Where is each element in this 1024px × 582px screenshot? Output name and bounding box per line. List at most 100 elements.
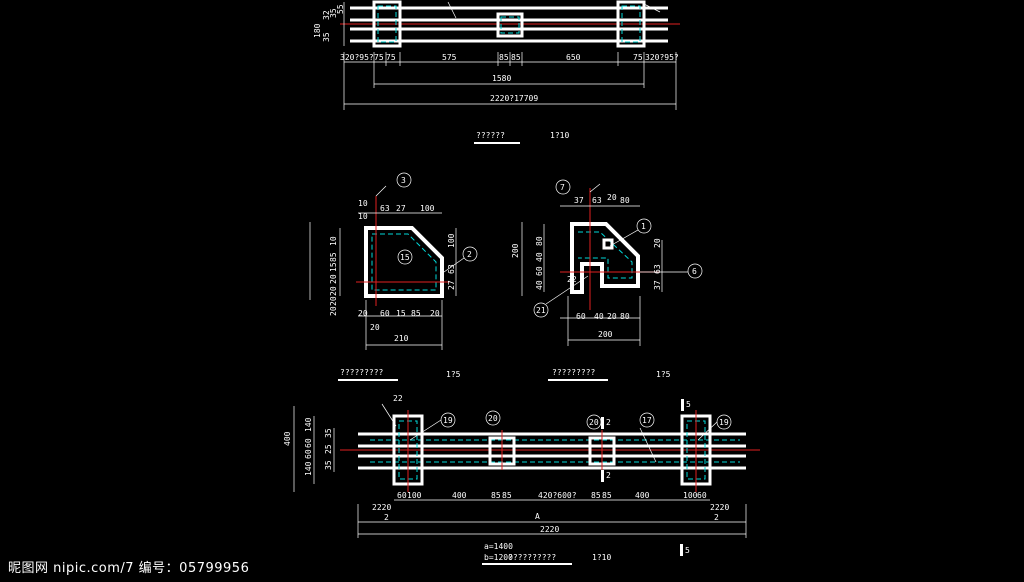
top-dim-c: 75: [386, 53, 396, 62]
sr-top-3: 20: [607, 193, 617, 202]
sl-bot-3: 15: [396, 309, 406, 318]
bp-ref-left: 2220: [372, 503, 391, 512]
top-dim-i: 320?95?: [645, 53, 679, 62]
bottom-plan-title: ??????????: [508, 553, 556, 562]
callout-17: 17: [642, 416, 652, 425]
bp-dim-2: 100: [407, 491, 422, 500]
sl-left-4: 20: [329, 274, 338, 284]
sr-bot-2: 40: [594, 312, 604, 321]
bp-dim-10: 100: [683, 491, 698, 500]
callout-6: 6: [692, 267, 697, 276]
top-dim-g: 650: [566, 53, 581, 62]
top-left-dim-5: 35: [322, 32, 331, 42]
top-dim-total: 2220?17709: [490, 94, 538, 103]
sr-top-4: 80: [620, 196, 630, 205]
section-right: 7 1 6 21 37 63 20 80 200 80 40 60 40 20 …: [511, 179, 703, 381]
callout-19-left: 19: [443, 416, 453, 425]
top-left-dim-2: 32: [322, 10, 331, 20]
bp-left-6: 35: [324, 428, 333, 438]
sl-right-2: 63: [447, 264, 456, 274]
bp-left-5: 140: [304, 417, 313, 432]
bp-ref-right: 2220: [710, 503, 729, 512]
bp-dim-8: 85: [602, 491, 612, 500]
top-dim-h: 75: [633, 53, 643, 62]
top-dim-e: 85: [499, 53, 509, 62]
sl-left-3: 15: [329, 262, 338, 272]
sr-left-4: 60: [535, 266, 544, 276]
sr-inner-label: 22: [567, 275, 577, 284]
mark-5-top: 5: [686, 400, 691, 409]
callout-20-b: 20: [589, 418, 599, 427]
bp-span-label: A: [535, 512, 540, 521]
sl-top-2: 10: [358, 212, 368, 221]
bp-left-1: 400: [283, 431, 292, 446]
mark-22: 22: [393, 394, 403, 403]
callout-7: 7: [560, 183, 565, 192]
callout-15: 15: [400, 253, 410, 262]
callout-1: 1: [641, 222, 646, 231]
bp-note-b: b=1200: [484, 553, 513, 562]
bp-dim-9: 400: [635, 491, 650, 500]
bp-dim-4: 85: [491, 491, 501, 500]
mark-5-bottom: 5: [685, 546, 690, 555]
top-dim-span: 1580: [492, 74, 511, 83]
sr-left-1: 200: [511, 243, 520, 258]
top-left-dim-1: 180: [313, 23, 322, 38]
sl-left-5: 20: [329, 286, 338, 296]
sl-top-3: 63: [380, 204, 390, 213]
sr-right-2: 63: [653, 264, 662, 274]
watermark-text: 昵图网 nipic.com/7 编号：05799956: [8, 561, 250, 576]
mark-2-bottom: 2: [606, 471, 611, 480]
top-left-dim-4: 55: [336, 4, 345, 14]
sl-top-4: 27: [396, 204, 406, 213]
bp-dim-3: 400: [452, 491, 467, 500]
sl-left-7: 20: [329, 306, 338, 316]
bp-ref-right-sub: 2: [714, 513, 719, 522]
sl-top-1: 10: [358, 199, 368, 208]
sl-bot-6: 20: [370, 323, 380, 332]
bp-dim-5: 85: [502, 491, 512, 500]
callout-20-a: 20: [488, 414, 498, 423]
sl-left-1: 10: [329, 236, 338, 246]
sl-bot-total: 210: [394, 334, 409, 343]
callout-3: 3: [401, 176, 406, 185]
top-left-dim-3: 35: [329, 8, 338, 18]
callout-2: 2: [467, 250, 472, 259]
sl-right-1: 100: [447, 233, 456, 248]
sl-bot-2: 60: [380, 309, 390, 318]
sr-right-3: 37: [653, 280, 662, 290]
bp-dim-total: 2220: [540, 525, 559, 534]
bp-dim-6: 420?600?: [538, 491, 577, 500]
callout-21: 21: [536, 306, 546, 315]
top-dim-b: 75: [374, 53, 384, 62]
section-right-scale: 1?5: [656, 370, 671, 379]
bp-note-a: a=1400: [484, 542, 513, 551]
top-dim-f: 85: [511, 53, 521, 62]
sr-left-5: 40: [535, 280, 544, 290]
sl-bot-4: 85: [411, 309, 421, 318]
top-plan-scale: 1?10: [550, 131, 569, 140]
callout-19-right: 19: [719, 418, 729, 427]
sr-bot-1: 60: [576, 312, 586, 321]
bp-dim-11: 60: [697, 491, 707, 500]
mark-2-top: 2: [606, 418, 611, 427]
sr-top-1: 37: [574, 196, 584, 205]
sr-bot-total: 200: [598, 330, 613, 339]
bottom-plan-scale: 1?10: [592, 553, 611, 562]
sr-bot-4: 80: [620, 312, 630, 321]
section-left: 3 15 2 10 10 63 27 100 10 85 15 20 20 20…: [309, 172, 478, 381]
sr-top-2: 63: [592, 196, 602, 205]
bp-left-3: 60: [304, 449, 313, 459]
sr-left-3: 40: [535, 252, 544, 262]
top-plan-title: ??????: [476, 131, 505, 140]
bp-left-2: 140: [304, 461, 313, 476]
bp-left-8: 35: [324, 460, 333, 470]
bp-left-7: 25: [324, 444, 333, 454]
bp-dim-1: 60: [397, 491, 407, 500]
sr-bot-3: 20: [607, 312, 617, 321]
bottom-plan: 19 20 20 17 19 22 2 5 2 5 400 140 60 60 …: [283, 394, 760, 565]
sl-left-2: 85: [329, 252, 338, 262]
top-dim-d: 575: [442, 53, 457, 62]
section-right-title: ?????????: [552, 368, 596, 377]
section-left-title: ?????????: [340, 368, 384, 377]
